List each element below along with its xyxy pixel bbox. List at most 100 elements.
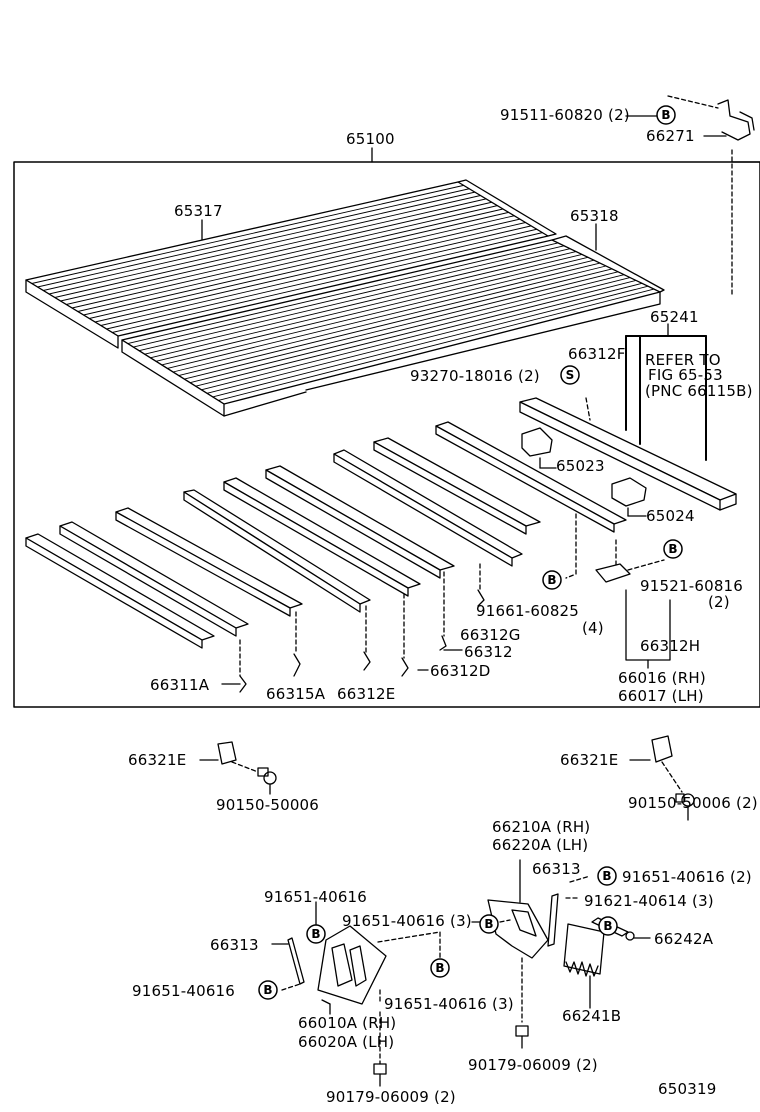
label-66313-right: 66313 xyxy=(532,860,581,878)
badge-b-91651-right: B xyxy=(602,869,611,883)
crossmember-7 xyxy=(115,507,303,617)
label-91651-40616-mid: 91651-40616 (3) xyxy=(342,912,472,930)
label-91661-qty: (4) xyxy=(582,619,604,637)
bracket-66271 xyxy=(717,99,755,141)
floor-rib xyxy=(206,282,643,394)
badge-b-91511: B xyxy=(661,108,670,122)
floor-rib xyxy=(71,208,504,309)
floor-rib xyxy=(217,288,655,401)
bracket-66321E-left xyxy=(199,741,259,773)
badge-b-66242A: B xyxy=(603,919,612,933)
label-91651-40616-top-right: 91651-40616 (2) xyxy=(622,868,752,886)
clip-66312D xyxy=(401,657,409,677)
mudflap-66210A xyxy=(487,859,549,959)
bracket-66312H xyxy=(595,563,631,583)
nut-90179-bottom xyxy=(373,1063,387,1087)
label-91651-40616-low: 91651-40616 (3) xyxy=(384,995,514,1013)
bolt-90150-left xyxy=(257,767,277,795)
label-90150-50006-left: 90150-50006 xyxy=(216,796,320,814)
floor-rib xyxy=(155,256,589,362)
label-91651-40616-left: 91651-40616 xyxy=(132,982,236,1000)
floor-rib xyxy=(106,228,538,330)
label-66315A: 66315A xyxy=(266,685,326,703)
floor-rib xyxy=(212,285,649,398)
label-66312G: 66312G xyxy=(460,626,521,644)
label-90179-06009-bottom: 90179-06009 (2) xyxy=(326,1088,456,1106)
refer-bracket-65241 xyxy=(625,335,707,461)
bracket-66321E-right xyxy=(629,735,683,793)
label-91651-40616-top-left: 91651-40616 xyxy=(264,888,368,906)
floor-rib xyxy=(111,232,543,333)
label-90150-50006-right: 90150-50006 (2) xyxy=(628,794,758,812)
crossmember-9 xyxy=(25,533,215,649)
floor-rib xyxy=(138,248,571,352)
label-66020A: 66020A (LH) xyxy=(298,1033,395,1051)
floor-rib xyxy=(54,198,487,298)
label-66220A: 66220A (LH) xyxy=(492,836,589,854)
label-66242A: 66242A xyxy=(654,930,714,948)
floor-rib xyxy=(200,279,637,391)
label-66311A: 66311A xyxy=(150,676,210,694)
badge-b-91651-left: B xyxy=(263,983,272,997)
bracket-65023 xyxy=(521,427,557,469)
floor-rib xyxy=(189,274,625,384)
floor-rib xyxy=(166,262,601,369)
crossmember-3 xyxy=(333,449,523,567)
floor-rib xyxy=(48,195,481,295)
badge-b-91651-mid: B xyxy=(484,917,493,931)
floor-rib xyxy=(183,271,619,380)
refer-line-3: (PNC 66115B) xyxy=(645,382,753,400)
floor-panel-65317 xyxy=(25,179,557,349)
floor-rib xyxy=(42,191,476,291)
label-91661-60825: 91661-60825 xyxy=(476,602,580,620)
clip-66312G xyxy=(477,589,485,607)
floor-rib xyxy=(60,201,493,302)
stay-66313-left xyxy=(271,937,305,985)
label-66312H: 66312H xyxy=(640,637,701,655)
floor-rib xyxy=(178,268,613,377)
crossmember-1 xyxy=(435,421,627,533)
label-66321E-right: 66321E xyxy=(560,751,619,769)
crossmember-8 xyxy=(59,521,249,637)
label-66321E-left: 66321E xyxy=(128,751,187,769)
stay-66313-right xyxy=(547,893,559,947)
crossmember-6 xyxy=(183,489,371,613)
label-66312E: 66312E xyxy=(337,685,396,703)
clip-66311A xyxy=(239,675,247,693)
floor-rib xyxy=(65,205,498,305)
badge-b-91651-low: B xyxy=(435,961,444,975)
label-91621-40614: 91621-40614 (3) xyxy=(584,892,714,910)
label-66312F: 66312F xyxy=(568,345,626,363)
label-66312: 66312 xyxy=(464,643,513,661)
badge-b-91651-top-left: B xyxy=(311,927,320,941)
assembly-frame xyxy=(13,161,760,708)
clip-66312 xyxy=(439,635,447,651)
refer-line-1: REFER TO xyxy=(645,351,721,369)
floor-rib xyxy=(100,225,532,326)
floor-rib xyxy=(132,245,565,348)
floor-rib xyxy=(149,253,583,359)
diagram-number: 650319 xyxy=(658,1080,717,1098)
label-91521-qty: (2) xyxy=(708,593,730,611)
bolt-90150-right xyxy=(675,793,695,821)
floor-rib xyxy=(94,222,526,323)
label-65241: 65241 xyxy=(650,308,699,326)
refer-line-2: FIG 65-53 xyxy=(648,366,723,384)
label-91521-60816: 91521-60816 xyxy=(640,577,744,595)
label-66016: 66016 (RH) xyxy=(618,669,706,687)
clip-66312E xyxy=(363,651,371,671)
label-65023: 65023 xyxy=(556,457,605,475)
floor-rib xyxy=(172,265,607,373)
label-66017: 66017 (LH) xyxy=(618,687,704,705)
nut-90179-mid xyxy=(515,1025,529,1049)
floor-rib xyxy=(77,211,510,312)
label-93270-18016: 93270-18016 (2) xyxy=(410,367,540,385)
label-66010A: 66010A (RH) xyxy=(298,1014,397,1032)
floor-rib xyxy=(161,259,595,366)
label-66312D: 66312D xyxy=(430,662,491,680)
floor-panel-65318-ribs xyxy=(127,242,655,401)
label-65317: 65317 xyxy=(174,202,223,220)
floor-rib xyxy=(144,251,577,355)
crossmember-4 xyxy=(265,465,455,579)
